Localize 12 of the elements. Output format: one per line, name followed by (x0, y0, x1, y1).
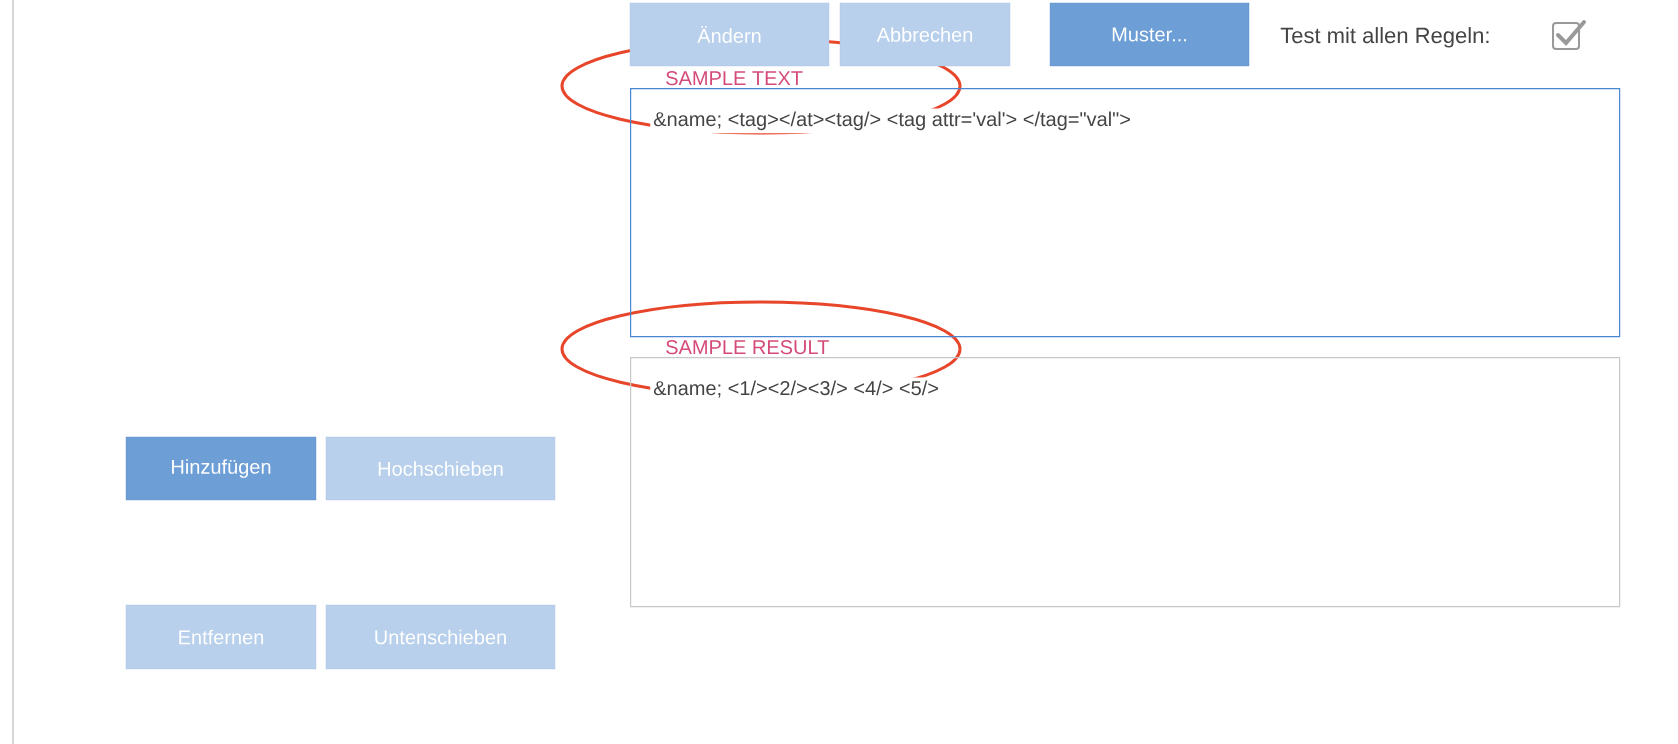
button: Hochschieben (325, 436, 556, 501)
button: Abbrechen (839, 2, 1011, 67)
button: Hinzufügen (125, 436, 317, 501)
button: Muster... (1049, 2, 1250, 67)
text-area: &name; <tag></at><tag/> <tag attr='val'> </tag="val"> (630, 88, 1621, 338)
button: Entfernen (125, 604, 317, 670)
button: Ändern (629, 2, 830, 67)
text-area: &name; <1/><2/><3/> <4/> <5/> (630, 357, 1621, 608)
button: Untenschieben (325, 604, 556, 670)
field-label: SAMPLE TEXT (666, 71, 803, 86)
field-label: SAMPLE RESULT (666, 340, 829, 355)
checkbox-label: Test mit allen Regeln: (1280, 27, 1489, 48)
